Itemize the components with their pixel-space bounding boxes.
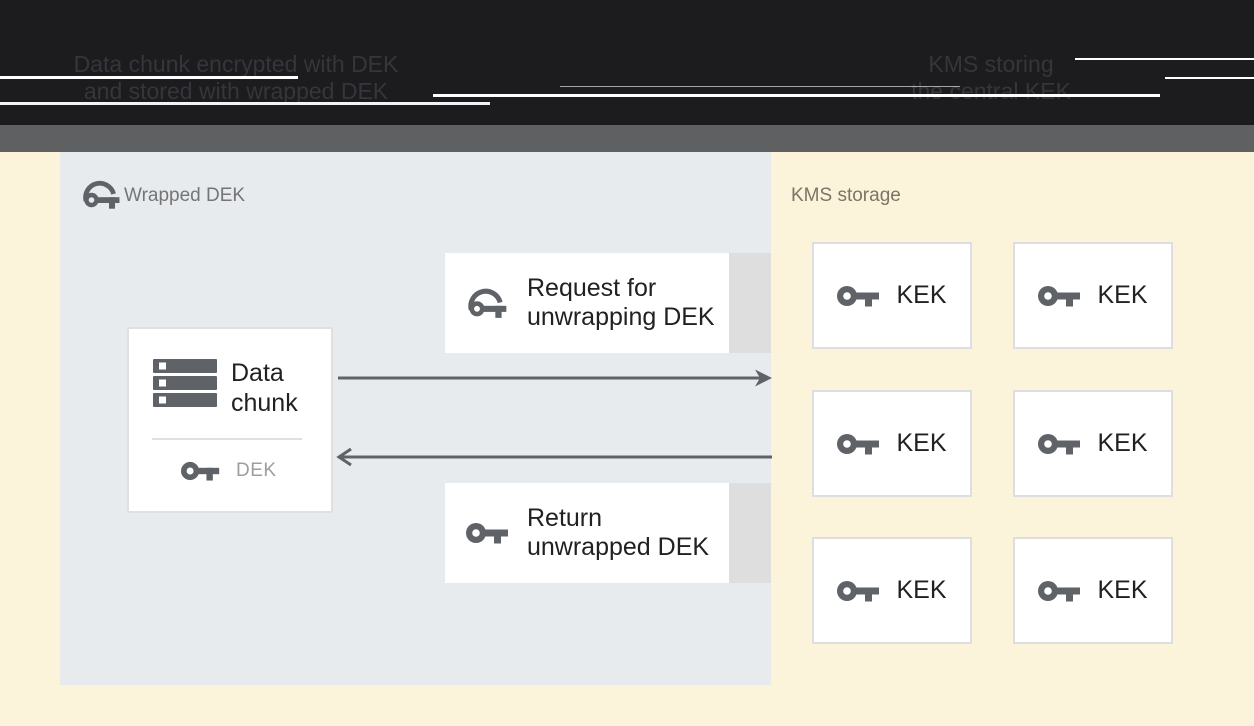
left-zone-caption-line1: Data chunk encrypted with DEK xyxy=(73,51,399,77)
divider xyxy=(152,438,302,440)
kek-label: KEK xyxy=(896,281,947,309)
right-zone-caption: KMS storing the central KEK xyxy=(838,51,1144,105)
kek-box: KEK xyxy=(812,537,972,644)
return-arrow xyxy=(336,447,772,467)
request-unwrap-label: Request for unwrapping DEK xyxy=(527,274,715,332)
glitch-line xyxy=(0,76,298,79)
return-unwrapped-box: Return unwrapped DEK xyxy=(445,483,729,583)
request-unwrap-box: Request for unwrapping DEK xyxy=(445,253,729,353)
header-band: Data chunk encrypted with DEK and stored… xyxy=(0,0,1254,125)
key-icon xyxy=(837,580,880,601)
kek-label: KEK xyxy=(896,429,947,457)
kek-label: KEK xyxy=(896,576,947,604)
request-arrow xyxy=(338,369,772,387)
kek-box: KEK xyxy=(1013,242,1173,349)
request-box-extension xyxy=(729,253,771,353)
kek-box: KEK xyxy=(1013,390,1173,497)
storage-stack-icon xyxy=(153,359,217,407)
wrapped-key-icon xyxy=(468,288,507,318)
right-zone-caption-line2: the central KEK xyxy=(911,78,1071,104)
kek-label: KEK xyxy=(1097,281,1148,309)
glitch-line xyxy=(1075,58,1254,60)
kek-box: KEK xyxy=(812,242,972,349)
wrapped-key-icon xyxy=(83,180,120,209)
data-chunk-box: Data chunk DEK xyxy=(127,327,333,513)
left-zone-caption-line2: and stored with wrapped DEK xyxy=(83,78,389,104)
return-unwrapped-line1: Return xyxy=(527,504,603,532)
kms-storage-label: KMS storage xyxy=(791,185,901,206)
key-icon xyxy=(837,285,880,306)
glitch-line xyxy=(560,86,960,87)
glitch-line xyxy=(433,94,1160,97)
data-chunk-label-line2: chunk xyxy=(231,389,298,417)
request-unwrap-line1: Request for xyxy=(527,274,657,302)
return-unwrapped-label: Return unwrapped DEK xyxy=(527,504,709,562)
divider-bar xyxy=(0,125,1254,152)
dek-label: DEK xyxy=(236,460,277,481)
key-icon xyxy=(1038,285,1081,306)
key-icon xyxy=(181,461,220,481)
glitch-line xyxy=(1165,77,1254,79)
key-icon xyxy=(466,523,508,544)
kek-label: KEK xyxy=(1097,429,1148,457)
request-unwrap-line2: unwrapping DEK xyxy=(527,303,715,331)
kek-box: KEK xyxy=(1013,537,1173,644)
kek-box: KEK xyxy=(812,390,972,497)
data-chunk-label-line1: Data xyxy=(231,359,284,387)
key-icon xyxy=(1038,580,1081,601)
kek-label: KEK xyxy=(1097,576,1148,604)
return-unwrapped-line2: unwrapped DEK xyxy=(527,533,710,561)
right-zone-caption-line1: KMS storing xyxy=(928,51,1054,77)
key-icon xyxy=(1038,433,1081,454)
glitch-line xyxy=(0,102,490,105)
wrapped-dek-zone-label: Wrapped DEK xyxy=(124,185,246,206)
left-zone-caption: Data chunk encrypted with DEK and stored… xyxy=(60,51,412,105)
data-chunk-label: Data chunk xyxy=(231,358,298,418)
return-box-extension xyxy=(729,483,771,583)
key-icon xyxy=(837,433,880,454)
